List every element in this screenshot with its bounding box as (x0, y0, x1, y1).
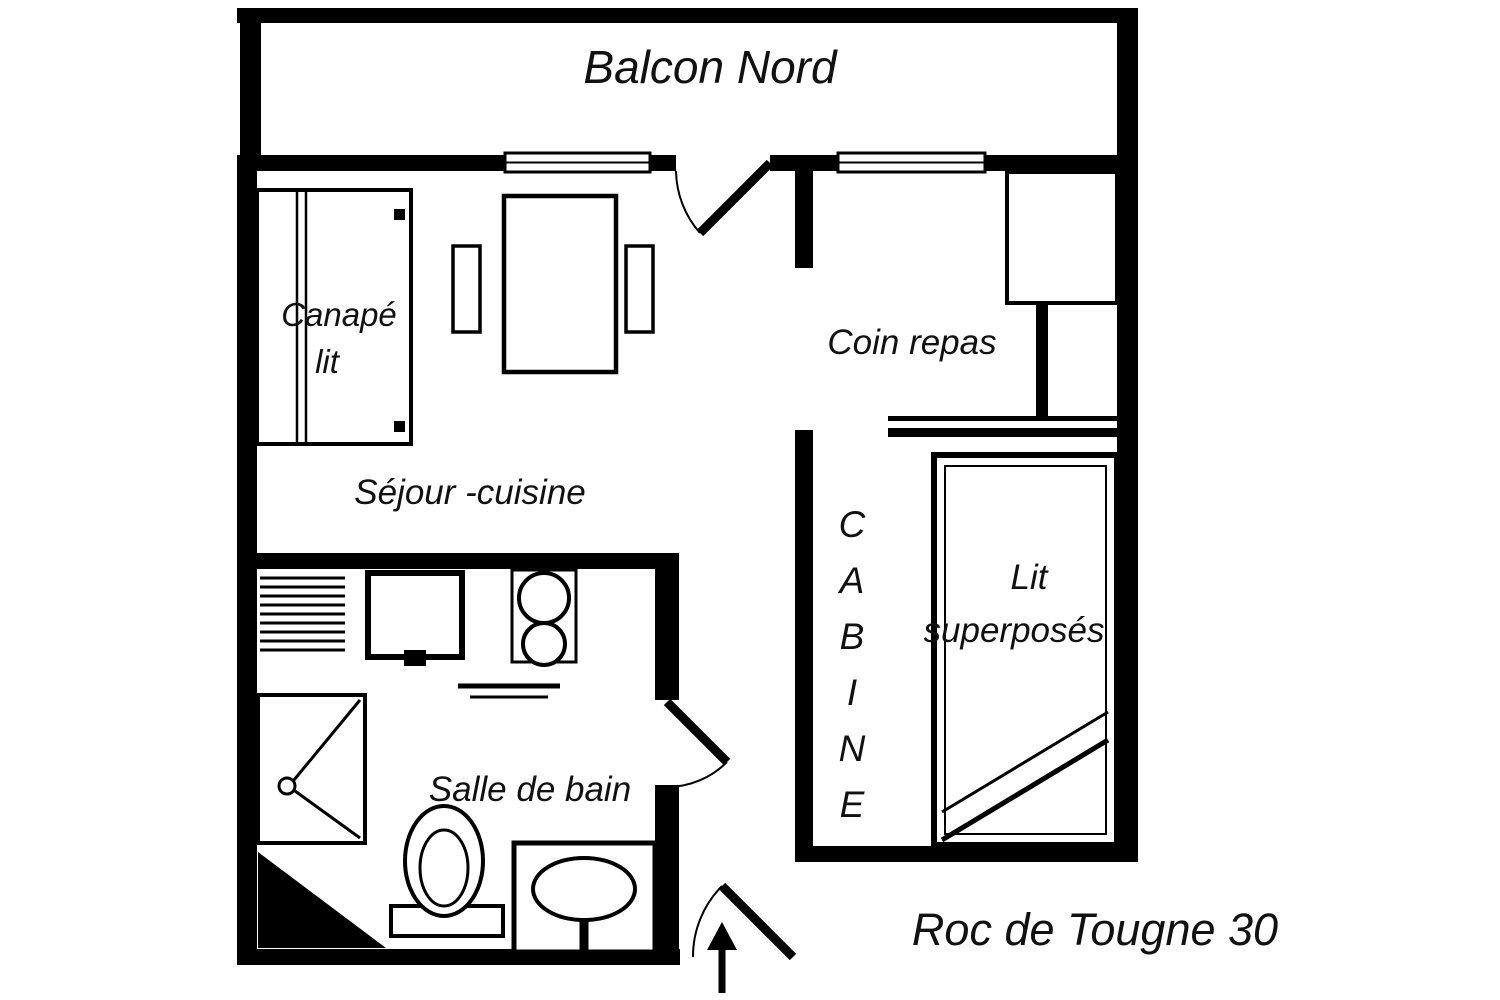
windows (503, 151, 987, 174)
sofa-bed (255, 188, 413, 446)
washbasin-bowl (531, 856, 637, 922)
entry-arrow (707, 922, 737, 993)
dining-table-edge-thick (888, 428, 1117, 437)
label-cabin-letter-e: E (840, 784, 866, 825)
bunk-bed-ladder-rail-1 (941, 710, 1109, 814)
bathroom-fixtures (256, 693, 658, 955)
balcony-door-swing-arc (675, 170, 701, 234)
plan-title: Roc de Tougne 30 (912, 904, 1278, 955)
kitchen-sink (365, 570, 465, 660)
stove-burner-bottom (521, 621, 567, 667)
label-living-kitchen: Séjour -cuisine (354, 473, 586, 512)
sofa-bed-hinge-top (394, 209, 405, 220)
toilet-bowl-outer (403, 804, 485, 918)
wall-cabin-lower (795, 430, 813, 862)
toilet-bowl-inner (418, 828, 470, 908)
stove-burner-top (517, 571, 571, 625)
bunk-bed (931, 452, 1120, 848)
label-cabin-letter-a: A (838, 560, 865, 601)
wall-cabin-stub-upper (795, 155, 813, 268)
kitchen-sink-drain (404, 650, 426, 666)
dining-table-edge-thin (888, 416, 1117, 421)
bunk-bed-outline (931, 452, 1120, 848)
wall-top-segment-a (237, 155, 505, 171)
label-sofa-line1: Canapé (281, 296, 397, 333)
dining-corner-unit (888, 170, 1119, 437)
shower-drain (277, 776, 297, 796)
label-dining: Coin repas (827, 323, 996, 362)
entry-arrow-head (707, 922, 737, 950)
entry-door-leaf (718, 882, 797, 961)
doors (663, 159, 797, 961)
wall-right-section-bottom (795, 846, 1137, 862)
room-labels: Balcon Nord Canapé lit Coin repas Séjour… (281, 41, 1278, 955)
balcony-door-leaf (696, 159, 774, 237)
dining-table-pedestal (1036, 303, 1048, 417)
bathroom-door-leaf (663, 698, 731, 766)
sofa-bed-hinge-bottom (394, 421, 405, 432)
wall-top-segment-b (650, 155, 676, 171)
wall-balcony-top (237, 8, 1138, 23)
bunk-bed-ladder-rail-2 (940, 737, 1110, 843)
label-sofa-line2: lit (315, 343, 341, 380)
chair-right (624, 244, 655, 334)
walls (237, 8, 1138, 965)
shower-fold-line-1 (292, 699, 362, 781)
wall-bathroom-right-lower (655, 785, 679, 965)
wall-top-segment-d (985, 155, 1137, 171)
dining-bench (1005, 170, 1119, 305)
table (501, 193, 619, 375)
shower-tray (256, 693, 367, 845)
label-bunk-line1: Lit (1011, 558, 1049, 597)
entry-door-swing-arc (691, 885, 723, 958)
bathroom-door-swing-arc (666, 761, 728, 788)
label-cabin-letter-n: N (839, 728, 866, 769)
label-bunk-line2: superposés (924, 611, 1105, 650)
label-cabin-letter-i: I (847, 672, 857, 713)
wall-kitchen-top (257, 553, 679, 569)
kitchen-block (260, 568, 578, 699)
shower-fold-line-2 (294, 789, 361, 840)
dining-table-set (451, 193, 655, 375)
corner-duct-triangle (258, 852, 386, 948)
kitchen-radiator-hatch (260, 576, 345, 652)
wall-left-outer (237, 155, 257, 965)
chair-left (451, 244, 482, 334)
bunk-bed-inner-outline (944, 465, 1107, 835)
label-balcony: Balcon Nord (583, 41, 838, 93)
label-bathroom: Salle de bain (429, 770, 631, 809)
sofa-bed-outline (255, 188, 413, 446)
wall-right-outer (1117, 8, 1138, 862)
wall-balcony-left (240, 8, 261, 162)
label-cabin-letter-c: C (839, 504, 866, 545)
wall-kitchen-right-upper (655, 553, 679, 700)
label-cabin-letter-b: B (840, 616, 865, 657)
